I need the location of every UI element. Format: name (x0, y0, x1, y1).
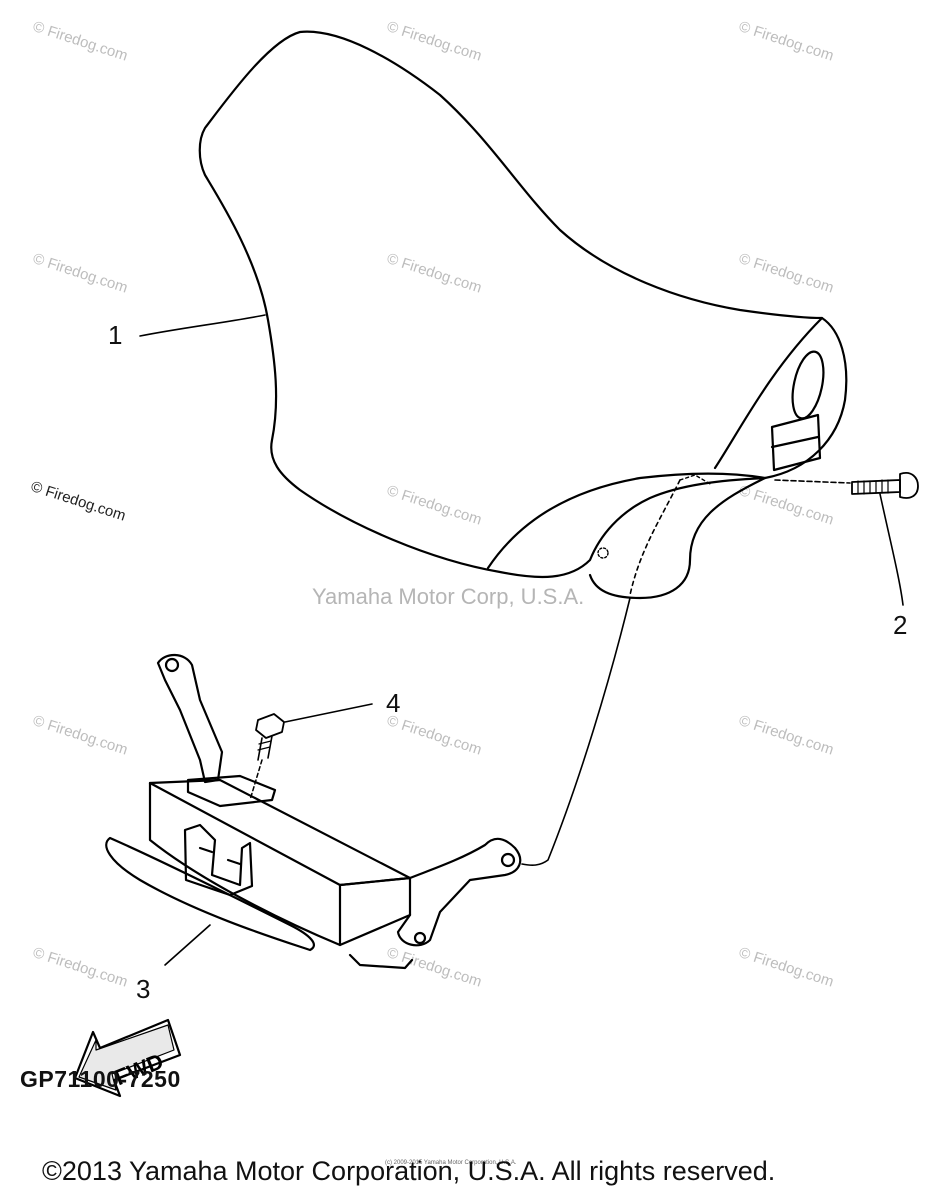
bracket-right-hole-bottom (413, 931, 427, 945)
leader-3 (164, 924, 211, 966)
leader-1 (139, 314, 266, 337)
part-number: GP71100-7250 (20, 1066, 181, 1092)
bracket-mount-plate (186, 774, 277, 808)
leader-4 (284, 703, 373, 723)
leader-2 (879, 493, 904, 606)
copyright-text: ©2013 Yamaha Motor Corporation, U.S.A. A… (42, 1156, 776, 1186)
bracket-box-top (148, 778, 412, 887)
callout-4: 4 (386, 688, 401, 718)
bracket-left-hole (164, 657, 180, 673)
bracket-box-side (338, 876, 412, 947)
callout-1: 1 (108, 320, 123, 350)
fine-print: (c) 2009-2015 Yamaha Motor Corporation, … (385, 1160, 517, 1166)
seat-upper-curve (713, 316, 824, 470)
seat-outline (198, 30, 848, 579)
leader-2-dash (774, 479, 851, 484)
bracket-right-hole-top (500, 852, 516, 868)
bracket-clip-detail (198, 846, 242, 866)
seat-hole (791, 350, 825, 420)
bracket-right-arm (396, 837, 522, 947)
center-watermark: Yamaha Motor Corp, U.S.A. (312, 584, 585, 609)
seat-dashed-line (629, 479, 681, 596)
bolt-4 (255, 713, 285, 761)
fwd-arrow-icon (73, 1018, 182, 1098)
seat-rear-underside (486, 472, 767, 570)
bracket-front-plate (105, 836, 315, 952)
seat-mount-hole (597, 547, 609, 559)
callout-2: 2 (893, 610, 908, 640)
bolt-4-dash (249, 759, 263, 801)
bracket-bottom-tab (348, 953, 414, 970)
connector-line (521, 597, 631, 866)
bracket-left-arm (156, 653, 224, 784)
bolt-2 (851, 472, 919, 499)
bracket-clip (183, 823, 254, 897)
callout-3: 3 (136, 974, 151, 1004)
bracket-box-front (148, 781, 342, 947)
seat-tab-inner (770, 435, 820, 449)
seat-rear-edge (588, 476, 767, 600)
seat-tab (770, 413, 822, 472)
